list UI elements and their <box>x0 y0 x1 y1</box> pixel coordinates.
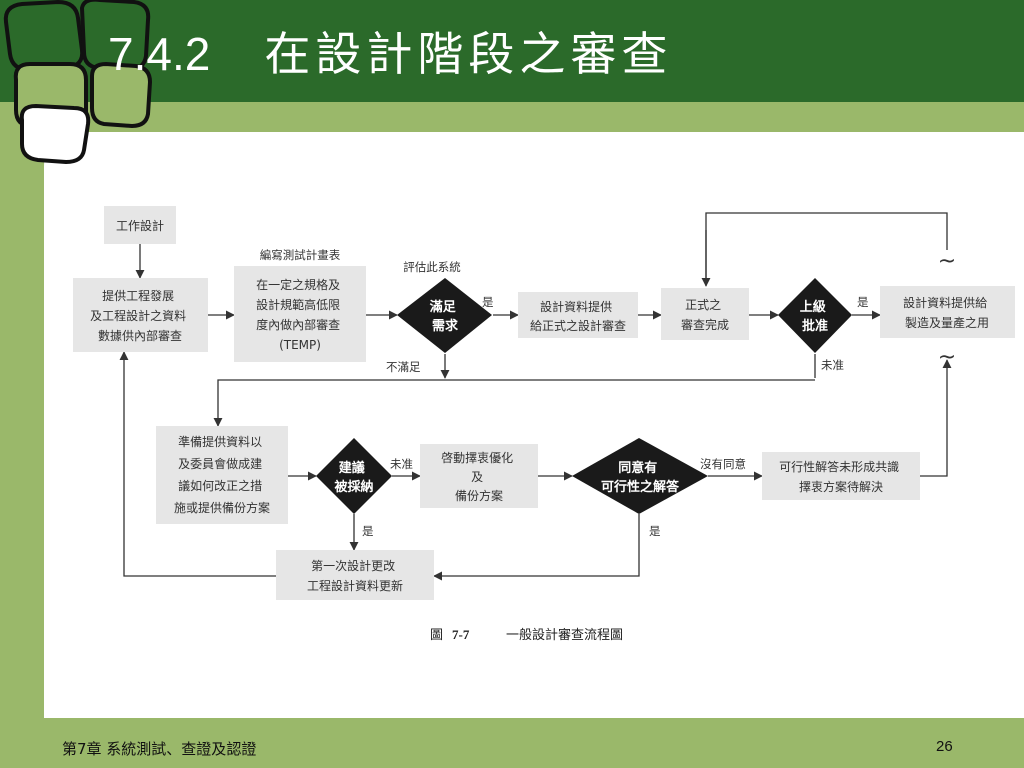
title-text: 在設計階段之審查 <box>264 27 673 81</box>
node-line: 工程設計資料更新 <box>307 578 403 593</box>
node-line: 正式之 <box>685 298 721 312</box>
node-line: 及委員會做成建 <box>178 456 262 471</box>
edge-label-not-accept: 未准 <box>390 457 413 471</box>
logo-graphic <box>3 0 153 165</box>
node-formal-review-done: 正式之 審查完成 <box>661 288 749 340</box>
connectors <box>119 212 952 581</box>
svg-text:提供工程發展 及工程設計之資料 數據: 提供工程發展 及工程設計之資料 數據供內部審查 <box>90 288 190 343</box>
node-line: 建議 <box>339 460 365 476</box>
svg-text:在一定之規格及 設計規範高低限 度內: 在一定之規格及 設計規範高低限 度內做內部審查 (TEMP) <box>256 277 344 352</box>
edge-label-yes-meet: 是 <box>482 295 494 309</box>
edge-label-yes-agree: 是 <box>649 524 661 538</box>
node-line: 及工程設計之資料 <box>90 308 186 323</box>
edge-label-no-agree: 沒有同意 <box>700 457 746 471</box>
node-line: 第一次設計更改 <box>311 558 395 573</box>
node-line: 設計資料提供 <box>540 299 612 314</box>
edge-label-yes-approve: 是 <box>857 295 869 309</box>
node-line: 擇衷方案待解決 <box>799 479 883 494</box>
node-line: 數據供內部審查 <box>98 328 182 343</box>
node-line: 在一定之規格及 <box>256 277 340 292</box>
svg-text:上級 批准: 上級 批准 <box>800 299 831 334</box>
node-line: 備份方案 <box>455 488 503 503</box>
footer-chapter: 第7章 系統測試、查證及認證 <box>62 740 257 758</box>
edge-label-yes-accept: 是 <box>362 524 374 538</box>
decision-accept: 建議 被採納 <box>316 438 392 514</box>
title-number: 7.4.2 <box>108 28 211 80</box>
node-line: 審查完成 <box>681 317 729 332</box>
decision-agree: 同意有 可行性之解答 <box>572 438 708 514</box>
node-line: 提供工程發展 <box>102 288 174 303</box>
svg-text:第一次設計更改 工程設計資料更新: 第一次設計更改 工程設計資料更新 <box>307 558 403 593</box>
svg-text:準備提供資料以 及委員會做成建 議如: 準備提供資料以 及委員會做成建 議如何改正之措 施或提供備份方案 <box>174 434 270 515</box>
node-line: 製造及量產之用 <box>905 315 989 330</box>
decision-meet-requirement: 滿足 需求 <box>397 278 492 353</box>
node-line: 準備提供資料以 <box>178 434 262 449</box>
node-line: 設計資料提供給 <box>903 295 987 310</box>
node-production: 設計資料提供給 製造及量產之用 <box>880 286 1015 338</box>
break-mark-bottom: ~ <box>938 345 956 370</box>
node-line: 可行性解答未形成共識 <box>779 459 899 474</box>
node-temp: 在一定之規格及 設計規範高低限 度內做內部審查 (TEMP) <box>234 266 366 362</box>
svg-text:滿足 需求: 滿足 需求 <box>430 299 461 334</box>
svg-text:建議 被採納: 建議 被採納 <box>333 460 373 495</box>
content-panel <box>44 132 1024 718</box>
node-line: 需求 <box>432 318 459 334</box>
node-work-design: 工作設計 <box>104 206 176 244</box>
break-mark-top: ~ <box>938 249 956 274</box>
node-provide-formal-review: 設計資料提供 給正式之設計審查 <box>518 292 638 338</box>
temp-heading: 編寫測試計畫表 <box>260 248 341 262</box>
node-line: 工作設計 <box>116 218 164 233</box>
caption-number: 7-7 <box>452 627 470 642</box>
node-optimize: 啓動擇衷優化 及 備份方案 <box>420 444 538 508</box>
caption-prefix: 圖 <box>430 628 443 643</box>
node-line: 啓動擇衷優化 <box>441 450 513 465</box>
node-line: 被採納 <box>333 479 373 495</box>
slide-title: 7.4.2 在設計階段之審查 <box>108 24 672 84</box>
node-provide-docs: 提供工程發展 及工程設計之資料 數據供內部審查 <box>73 278 208 352</box>
svg-text:啓動擇衷優化 及 備份方案: 啓動擇衷優化 及 備份方案 <box>441 450 517 503</box>
svg-text:同意有 可行性之解答: 同意有 可行性之解答 <box>601 460 680 495</box>
node-line: 度內做內部審查 <box>256 317 340 332</box>
break-marks: ~ ~ <box>938 249 956 370</box>
node-line: 議如何改正之措 <box>178 478 262 493</box>
node-line: 設計規範高低限 <box>256 297 340 312</box>
node-line: 施或提供備份方案 <box>174 500 270 515</box>
node-line: 批准 <box>802 318 828 334</box>
node-design-revision: 第一次設計更改 工程設計資料更新 <box>276 550 434 600</box>
svg-text:設計資料提供 給正式之設計審查: 設計資料提供 給正式之設計審查 <box>530 299 626 333</box>
caption-text: 一般設計審查流程圖 <box>506 627 623 643</box>
evaluate-label: 評估此系統 <box>403 260 461 274</box>
svg-text:工作設計: 工作設計 <box>116 218 164 233</box>
node-line: (TEMP) <box>279 338 321 352</box>
edge-label-not-meet: 不滿足 <box>386 360 421 374</box>
decision-approve: 上級 批准 <box>778 278 852 353</box>
svg-text:設計資料提供給 製造及量產之用: 設計資料提供給 製造及量產之用 <box>903 295 991 330</box>
node-prepare-docs: 準備提供資料以 及委員會做成建 議如何改正之措 施或提供備份方案 <box>156 426 288 524</box>
node-line: 及 <box>471 470 483 484</box>
node-line: 同意有 <box>618 460 657 476</box>
node-line: 上級 <box>800 299 826 315</box>
node-line: 給正式之設計審查 <box>530 318 626 333</box>
svg-text:可行性解答未形成共識 擇衷方案待解決: 可行性解答未形成共識 擇衷方案待解決 <box>779 459 903 494</box>
figure-caption: 圖 7-7 一般設計審查流程圖 <box>430 627 623 643</box>
footer-page-number: 26 <box>936 738 953 755</box>
svg-text:正式之 審查完成: 正式之 審查完成 <box>681 298 729 332</box>
node-unresolved: 可行性解答未形成共識 擇衷方案待解決 <box>762 452 920 500</box>
node-line: 滿足 <box>430 299 457 315</box>
header-bar <box>0 0 1024 102</box>
node-line: 可行性之解答 <box>601 479 680 495</box>
edge-label-not-approve: 未准 <box>821 358 844 372</box>
